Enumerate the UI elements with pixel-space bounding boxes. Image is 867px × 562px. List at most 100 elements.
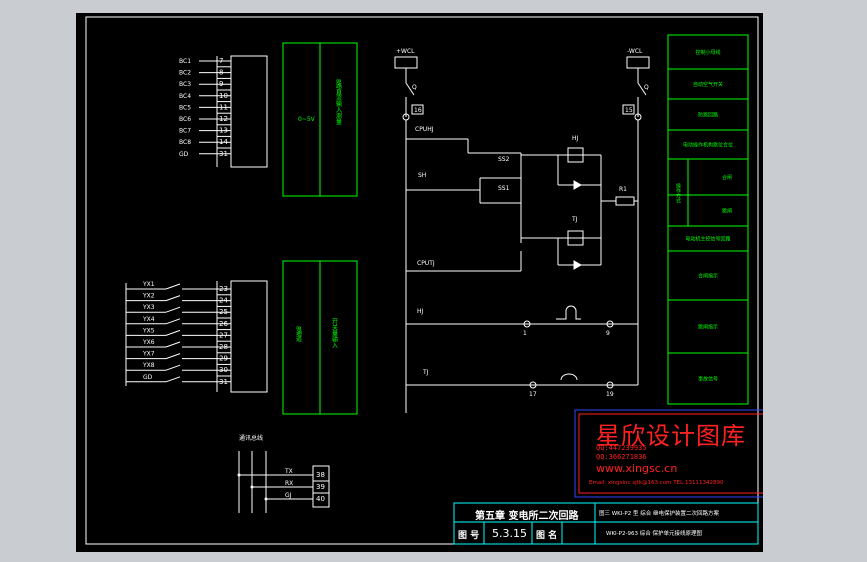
hj-coil-label: HJ [572,135,579,142]
input-block-switch: YX123YX224YX325YX426YX527YX628YX729YX830… [125,280,268,393]
analog-input-label: BC5 [179,104,191,111]
table-row-label: 跳闸 [722,208,732,215]
analog-input-pin: 9 [219,80,223,88]
neg-bus-label: -WCL [627,48,643,55]
switch-input-pin: 29 [219,355,228,363]
terminal-1: 1 [523,330,527,337]
chapter-title: 第五章 变电所二次回路 [475,511,579,522]
title-block [453,502,759,545]
terminal-17: 17 [529,391,537,398]
module-analog: 0~5V 8路直流输入测量 [282,42,358,197]
analog-input-pin: 11 [219,103,228,111]
table-merged-label: 操作方式 [675,182,681,203]
cpuhj-label: CPUHJ [415,126,434,133]
switch-input-label: YX6 [142,339,155,346]
fig-no-label: 图 号 [458,531,480,541]
switch-input-label: YX4 [142,316,155,323]
table-row-label: 合闸指示 [698,273,718,280]
function-table: 控制小母线自动空气开关防跳回路电动操作机构跳位合位合闸跳闸电动机主控信号回路合闸… [667,34,749,405]
switch-input-pin: 26 [219,320,228,328]
title-right-top: 图三 WKI-P2 型 综合 继电保护装置二次回路方案 [599,511,719,517]
pos-bus-label: +WCL [396,48,415,55]
module-switch: 8通道 开关量输入 [282,260,358,415]
analog-input-pin: 8 [219,69,223,77]
switch-input-pin: 25 [219,308,228,316]
watermark-frame [574,409,763,498]
watermark: 星欣设计图库 QQ:447239935 QQ:366271836 www.xin… [575,410,772,497]
table-row-label: 防跳回路 [698,112,718,119]
watermark-url: www.xingsc.cn [596,462,678,475]
table-row-label: 电动机主控信号回路 [685,236,730,243]
watermark-inner-frame [578,413,763,494]
switch-input-label: YX2 [142,293,155,300]
table-row-label: 跳闸指示 [698,324,718,331]
table-row-label: 事故信号 [698,376,718,383]
switch-input-pin: 30 [219,366,228,374]
cputj-label: CPUTJ [417,260,435,267]
analog-input-label: BC8 [179,139,191,146]
watermark-qq2: QQ:366271836 [596,453,647,461]
analog-input-label: BC3 [179,81,191,88]
fig-no: 5.3.15 [492,527,527,540]
analog-input-label: BC7 [179,128,191,135]
tj-coil-label: TJ [571,216,578,223]
switch-input-pin: 23 [219,285,228,293]
ss1-label: SS1 [498,185,510,192]
analog-input-pin: 12 [219,115,228,123]
hj-contact-label: HJ [417,308,424,315]
switch-input-label: YX5 [142,327,155,334]
q-left-label: Q [412,84,417,91]
switch-input-pin: 31 [219,378,228,386]
watermark-title: 星欣设计图库 [596,422,746,450]
fig-name-label: 图 名 [536,531,558,541]
terminal-15: 15 [625,107,633,114]
switch-input-label: GD [143,374,153,381]
terminal-16: 16 [414,107,422,114]
comm-pin: 39 [316,483,325,491]
analog-input-pin: 14 [219,138,228,146]
analog-input-label: BC6 [179,116,191,123]
analog-input-pin: 10 [219,92,228,100]
switch-input-label: YX1 [142,281,155,288]
module2-col1: 8通道 [295,326,302,343]
tj-contact-label: TJ [422,369,429,376]
comm-title: 通讯总线 [239,434,263,442]
title-right-bottom: WKI-P2-963 综合 保护单元接线原理图 [606,531,702,537]
table-row-label: 合闸 [722,174,732,181]
terminal-19: 19 [606,391,614,398]
comm-pin: 40 [316,495,325,503]
switch-input-label: YX7 [142,351,155,358]
switch-input-label: YX3 [142,304,155,311]
control-circuit [394,56,650,413]
q-right-label: Q [644,84,649,91]
comm-label: GJ [285,492,292,499]
watermark-email: Email: xingsinc sjtk@163.com TEL:1311134… [589,480,724,486]
table-row-label: 自动空气开关 [693,81,723,88]
switch-input-pin: 28 [219,343,228,351]
module1-col1: 0~5V [298,116,316,123]
analog-input-label: BC1 [179,58,191,65]
analog-input-pin: 31 [219,150,228,158]
ss2-label: SS2 [498,156,510,163]
table-row-label: 电动操作机构跳位合位 [683,142,733,149]
comm-label: TX [284,468,293,475]
table-row-label: 控制小母线 [695,49,720,56]
comm-pin: 38 [316,471,325,479]
switch-input-pin: 24 [219,297,228,305]
module2-col2: 开关量输入 [331,318,338,348]
analog-input-pin: 13 [219,127,228,135]
watermark-qq1: QQ:447239935 [596,444,647,452]
analog-input-label: BC2 [179,70,191,77]
analog-input-label: GD [179,151,189,158]
module1-col2: 8路直流输入测量 [335,79,342,126]
switch-input-label: YX8 [142,362,155,369]
sh-label: SH [418,172,426,179]
terminal-9: 9 [606,330,610,337]
comm-label: RX [285,480,293,487]
sheet-border [85,16,759,545]
